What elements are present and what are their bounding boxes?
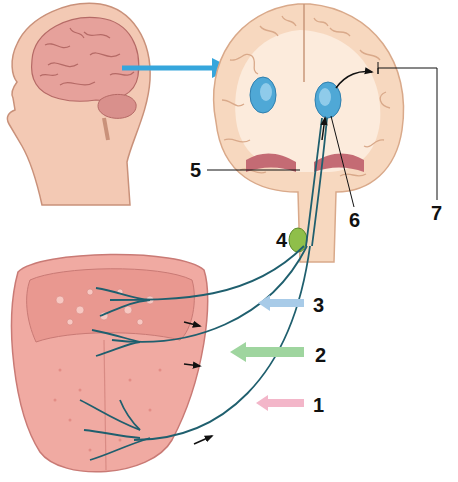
leader-line xyxy=(378,62,437,200)
flow-arrow xyxy=(322,118,325,140)
callout-number: 4 xyxy=(276,229,287,251)
pointer-arrow xyxy=(122,66,228,71)
callout-number: 2 xyxy=(315,344,326,366)
head-profile xyxy=(7,3,150,205)
tongue xyxy=(12,254,208,471)
flow-arrow xyxy=(184,322,200,326)
pointer-arrow xyxy=(230,342,304,362)
callout-number: 5 xyxy=(190,159,201,181)
leader-line xyxy=(207,170,300,171)
callout-number: 6 xyxy=(349,209,360,231)
flow-arrow xyxy=(184,364,200,366)
callout-number: 3 xyxy=(313,294,324,316)
pointer-arrow xyxy=(258,295,304,311)
callout-number: 1 xyxy=(313,394,324,416)
gustatory-nerves xyxy=(80,118,327,460)
brain-section xyxy=(214,4,404,262)
flow-arrow xyxy=(194,436,212,444)
pointer-arrow xyxy=(256,395,304,411)
flow-arrow xyxy=(336,72,372,88)
leader-line xyxy=(331,116,354,207)
callout-number: 7 xyxy=(431,202,442,224)
